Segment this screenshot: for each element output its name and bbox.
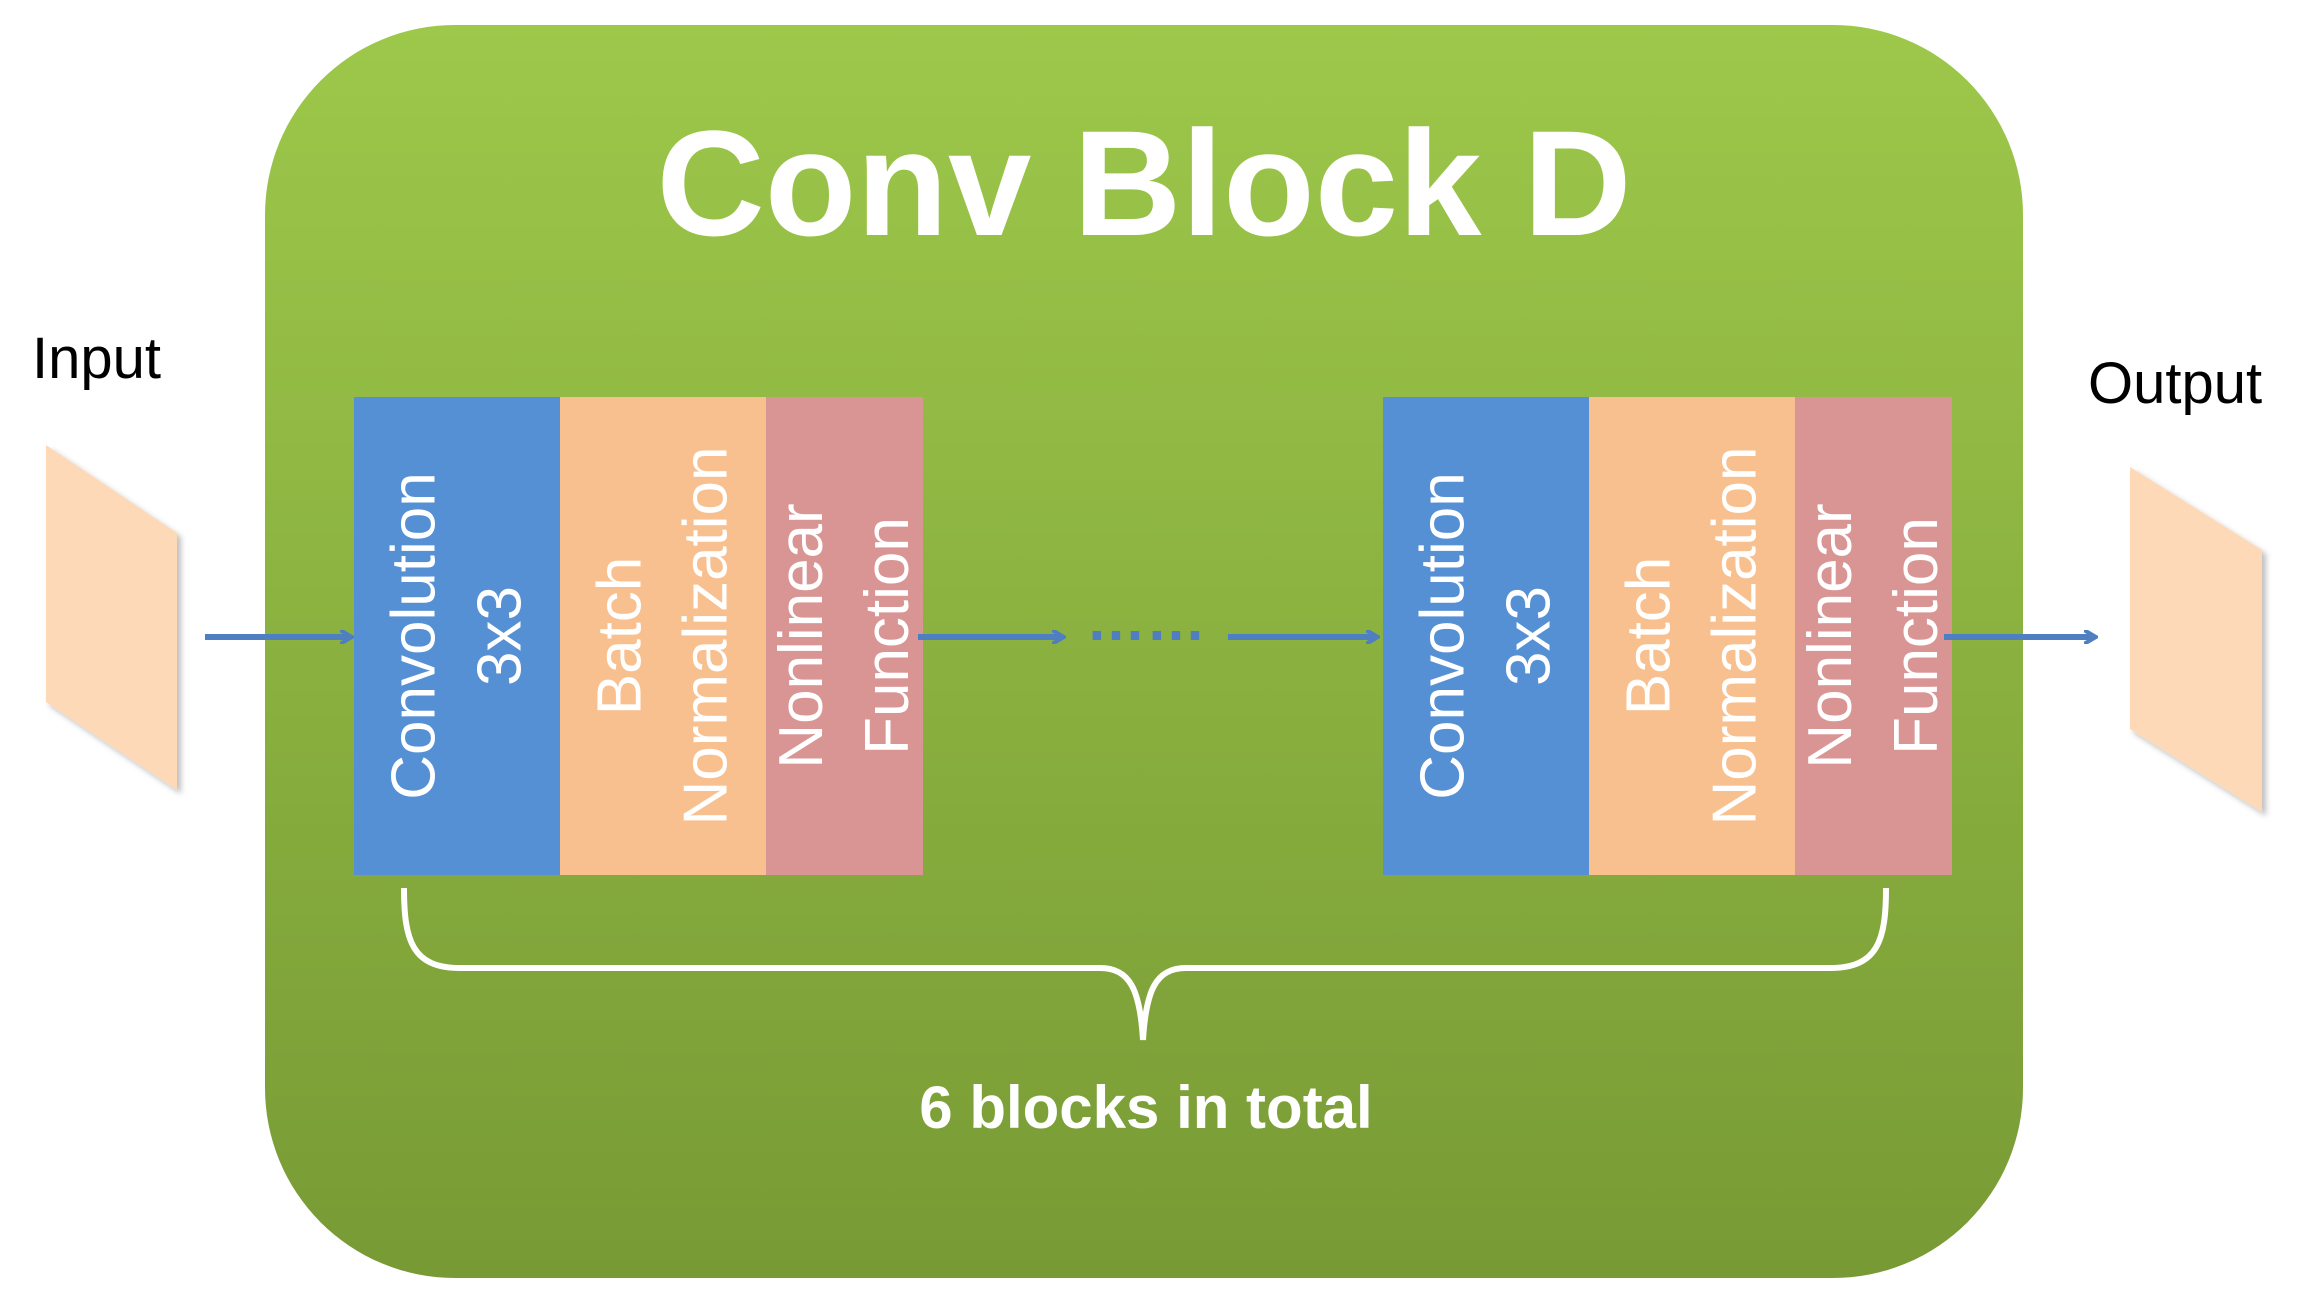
output-label: Output [2088,351,2262,416]
nonlinear-function-layer-first [766,397,923,875]
nonlinear-function-layer-last [1795,397,1952,875]
batch-normalization-layer-last [1589,397,1795,875]
input-feature-map [46,445,177,790]
convolution-layer-text-1-first: Convolution [380,472,449,799]
conv-block-container [265,25,2023,1278]
ellipsis: …… [1086,586,1206,653]
batch-normalization-layer-text-2-last: Normalization [1701,446,1770,825]
convolution-layer-first [354,397,560,875]
convolution-layer-text-1-last: Convolution [1409,472,1478,799]
nonlinear-function-layer-text-1-last: Nonlinear [1796,503,1865,768]
convolution-layer-last [1383,397,1589,875]
nonlinear-function-layer-text-2-first: Function [853,517,922,755]
block-title: Conv Block D [656,99,1631,267]
convolution-layer-text-2-first: 3x3 [466,586,535,686]
batch-normalization-layer-text-1-last: Batch [1615,557,1684,716]
total-label: 6 blocks in total [919,1074,1372,1141]
batch-normalization-layer-first [560,397,766,875]
convolution-layer-text-2-last: 3x3 [1495,586,1564,686]
batch-normalization-layer-text-1-first: Batch [586,557,655,716]
nonlinear-function-layer-text-1-first: Nonlinear [767,503,836,768]
input-label: Input [32,326,161,391]
output-feature-map [2130,467,2262,812]
nonlinear-function-layer-text-2-last: Function [1882,517,1951,755]
batch-normalization-layer-text-2-first: Normalization [672,446,741,825]
brace [401,887,1889,1041]
